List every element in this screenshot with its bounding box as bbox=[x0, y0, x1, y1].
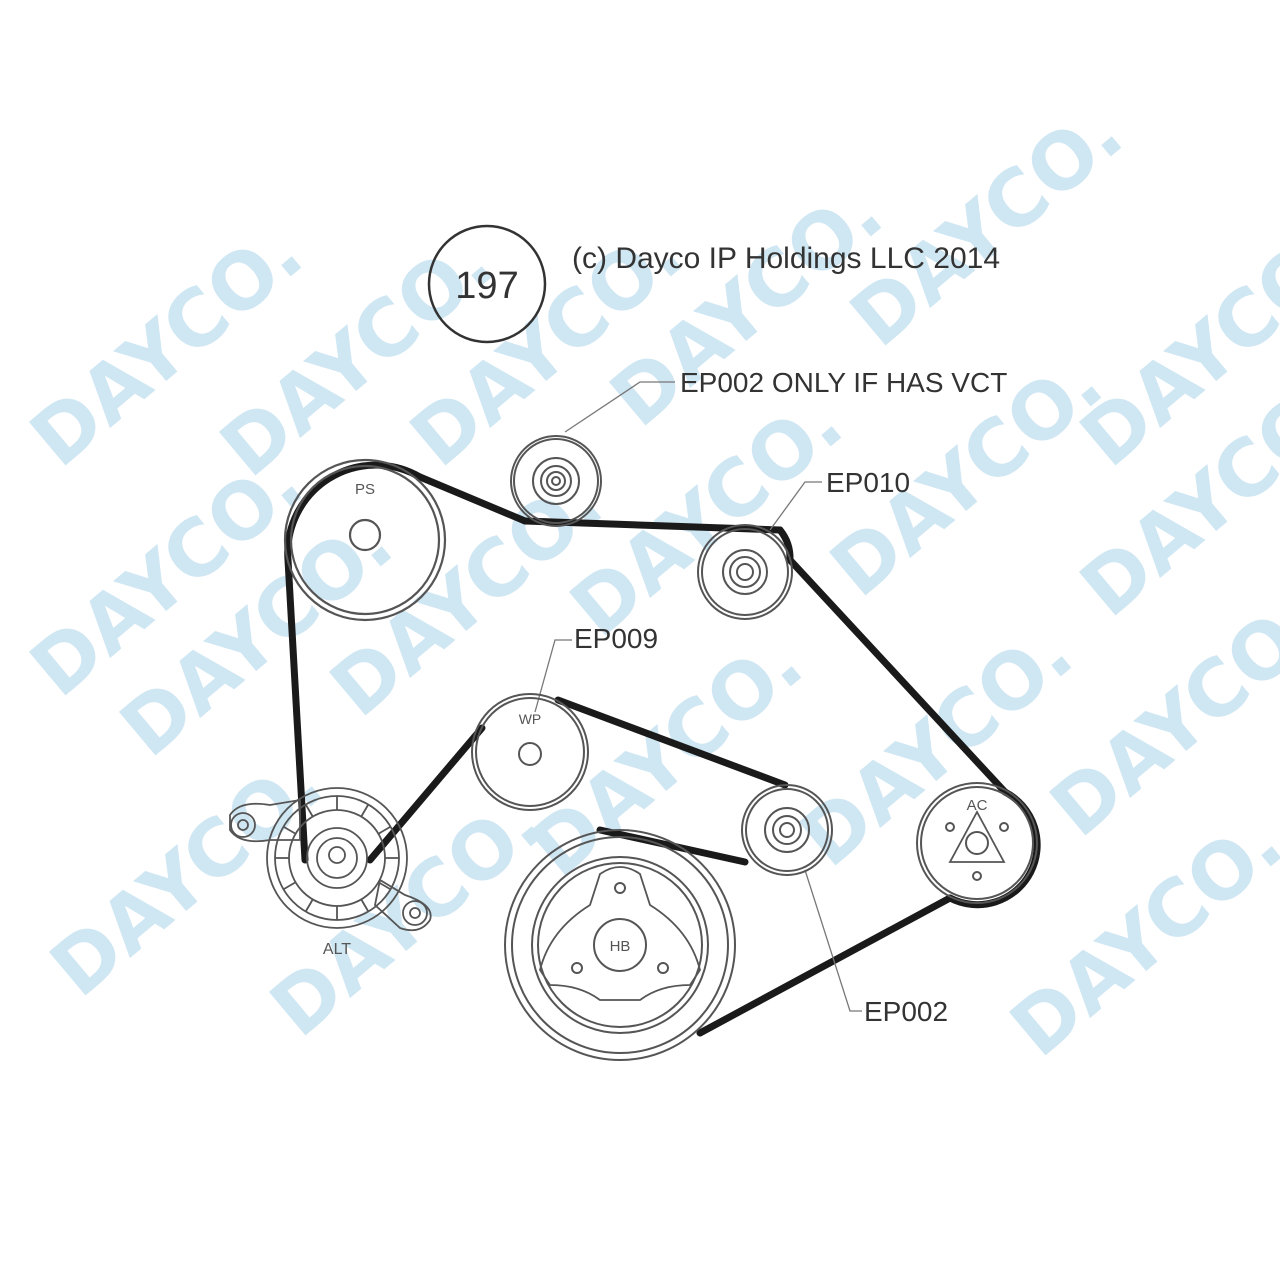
idler-pulley-vct bbox=[510, 435, 602, 527]
leader-line bbox=[804, 869, 862, 1012]
leader-line bbox=[769, 481, 822, 531]
callout-leaders bbox=[534, 381, 862, 1012]
belt-segment bbox=[946, 788, 1041, 909]
pulley-label-ps: PS bbox=[355, 481, 375, 498]
diagram-number: 197 bbox=[455, 265, 518, 307]
pulley-label-wp: WP bbox=[519, 711, 542, 727]
callout-ep010: EP010 bbox=[826, 467, 910, 498]
alternator-fins bbox=[275, 796, 399, 920]
belt-segment bbox=[696, 894, 954, 1037]
belt-segment bbox=[416, 473, 529, 525]
pulley-label-alt: ALT bbox=[323, 941, 351, 958]
pulley-label-hb: HB bbox=[610, 938, 631, 955]
belt-segment bbox=[596, 826, 749, 866]
callout-vct-note: EP002 ONLY IF HAS VCT bbox=[680, 367, 1007, 398]
idler-pulley-ep002 bbox=[741, 784, 833, 876]
leader-line bbox=[534, 639, 572, 713]
alternator-assembly: ALT bbox=[229, 787, 432, 958]
harmonic-balancer-pulley: HB bbox=[504, 829, 736, 1061]
watermark-text: DAYCO. bbox=[514, 618, 819, 894]
diagram-number-circle bbox=[427, 224, 547, 344]
idler-pulley-ep010 bbox=[697, 524, 793, 620]
belt-segment bbox=[521, 517, 784, 534]
belt-segment bbox=[554, 696, 789, 789]
leader-line bbox=[564, 381, 675, 433]
water-pump-pulley: WP bbox=[471, 693, 589, 811]
belt-segment bbox=[366, 724, 486, 864]
diagram-header: 197 (c) Dayco IP Holdings LLC 2014 bbox=[427, 224, 1000, 344]
callout-ep009: EP009 bbox=[574, 623, 658, 654]
power-steering-pulley: PS bbox=[283, 458, 447, 622]
serpentine-belt bbox=[284, 461, 1041, 1037]
pulley-label-ac: AC bbox=[967, 797, 988, 814]
callout-ep002: EP002 bbox=[864, 996, 948, 1027]
callout-labels: EP002 ONLY IF HAS VCT EP010 EP009 EP002 bbox=[574, 367, 1007, 1027]
watermark-layer: DAYCO. DAYCO. DAYCO. DAYCO. DAYCO. DAYCO… bbox=[14, 88, 1280, 1074]
copyright-text: (c) Dayco IP Holdings LLC 2014 bbox=[572, 242, 1000, 275]
ac-compressor-pulley: AC bbox=[916, 782, 1038, 904]
belt-segment bbox=[786, 556, 1009, 796]
belt-segment bbox=[284, 556, 309, 864]
belt-segment bbox=[284, 461, 424, 564]
